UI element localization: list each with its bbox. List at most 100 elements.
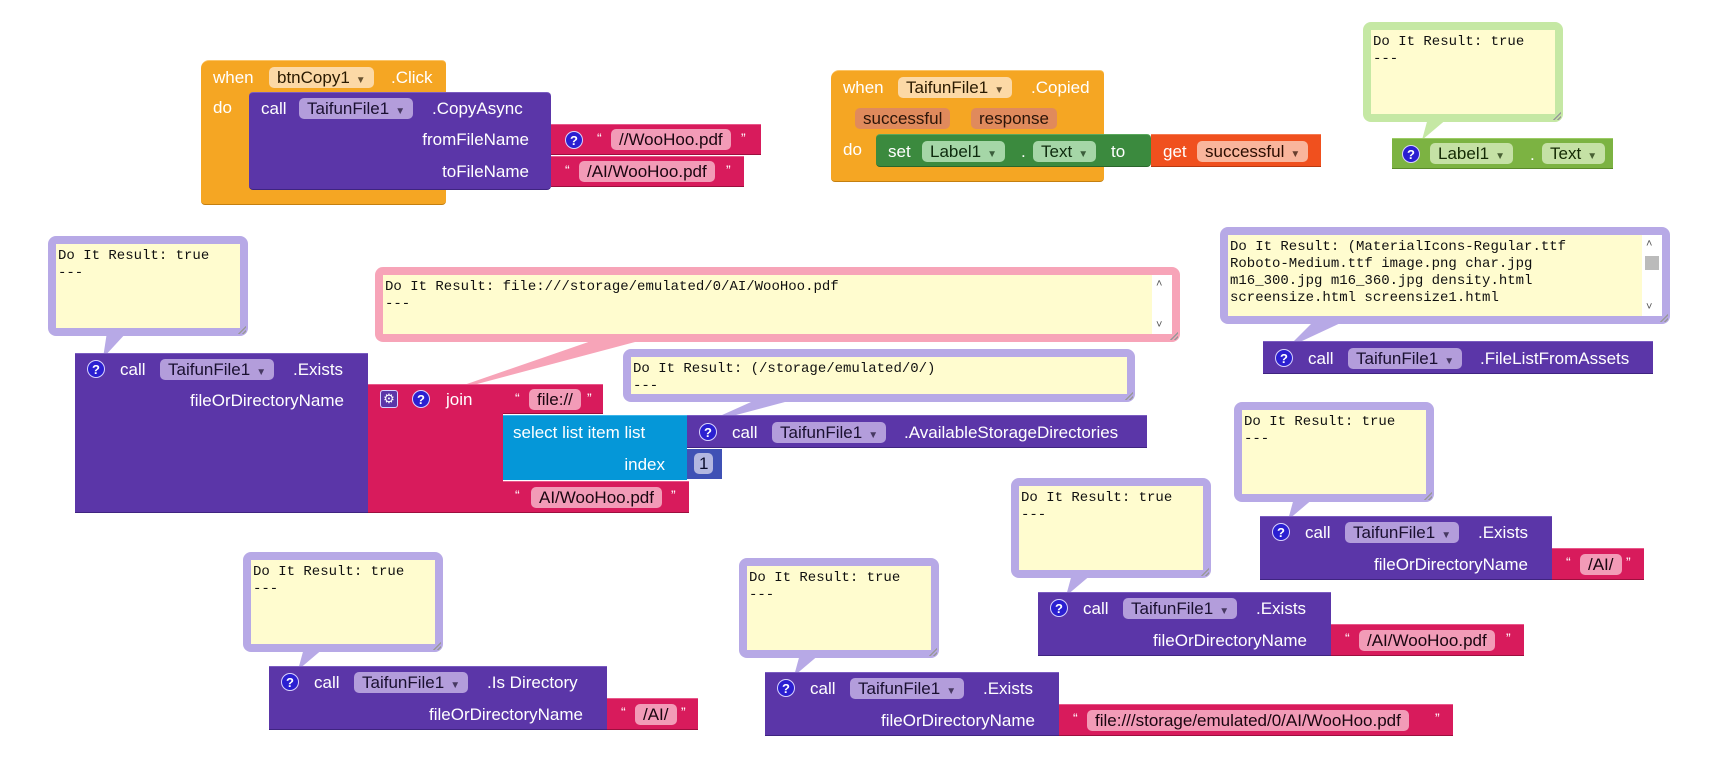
resize-grip-icon[interactable] <box>433 642 441 650</box>
help-icon[interactable]: ? <box>412 390 430 408</box>
call-block-exists-ai-pdf[interactable]: ? call TaifunFile1▼ .Exists fileOrDirect… <box>1038 592 1331 656</box>
text-value[interactable]: /AI/WooHoo.pdf <box>1359 630 1495 651</box>
component-dropdown-taifunfile1[interactable]: TaifunFile1▼ <box>160 359 275 380</box>
scrollbar-thumb[interactable] <box>1645 256 1659 270</box>
text-value[interactable]: //WooHoo.pdf <box>611 129 731 150</box>
gear-icon[interactable]: ⚙ <box>380 390 398 408</box>
scroll-down-icon[interactable]: ˅ <box>1156 319 1163 331</box>
component-dropdown-taifunfile1[interactable]: TaifunFile1▼ <box>850 678 965 699</box>
variable-name: successful <box>1205 142 1285 161</box>
do-it-result-bubble[interactable]: Do It Result: true --- <box>1011 478 1211 578</box>
component-name: TaifunFile1 <box>362 673 445 692</box>
component-dropdown-label1[interactable]: Label1▼ <box>1430 143 1513 164</box>
event-name: .Copied <box>1031 78 1090 97</box>
call-block-availablestoragedirectories[interactable]: ? call TaifunFile1▼ .AvailableStorageDir… <box>687 415 1147 448</box>
help-icon[interactable]: ? <box>281 673 299 691</box>
text-value[interactable]: file:// <box>529 389 581 410</box>
variable-getter-successful[interactable]: get successful▼ <box>1151 134 1321 167</box>
text-value[interactable]: /AI/ <box>1580 554 1622 575</box>
text-block-ai[interactable]: “ /AI/ ” <box>607 698 698 730</box>
resize-grip-icon[interactable] <box>1424 492 1432 500</box>
call-block-exists[interactable]: ? call TaifunFile1▼ .Exists fileOrDirect… <box>75 353 368 513</box>
property-dropdown-text[interactable]: Text▼ <box>1542 143 1606 164</box>
scroll-up-icon[interactable]: ˄ <box>1156 278 1163 290</box>
help-icon[interactable]: ? <box>1402 145 1420 163</box>
text-block-full-path[interactable]: “ file:///storage/emulated/0/AI/WooHoo.p… <box>1059 704 1453 736</box>
resize-grip-icon[interactable] <box>1660 314 1668 322</box>
getter-block-label1-text[interactable]: ? Label1▼ . Text▼ <box>1392 138 1613 169</box>
text-block-tofilename[interactable]: “ /AI/WooHoo.pdf ” <box>551 156 744 187</box>
dropdown-caret-icon: ▼ <box>994 85 1005 96</box>
event-arg-response[interactable]: response <box>971 108 1057 129</box>
do-it-result-bubble[interactable]: Do It Result: true --- <box>48 236 248 336</box>
text-value[interactable]: /AI/WooHoo.pdf <box>579 161 715 182</box>
do-label: do <box>843 140 862 159</box>
component-dropdown-taifunfile1[interactable]: TaifunFile1▼ <box>1348 348 1463 369</box>
text-value[interactable]: file:///storage/emulated/0/AI/WooHoo.pdf <box>1087 710 1409 731</box>
component-name: TaifunFile1 <box>858 679 941 698</box>
method-name: .Exists <box>1478 523 1529 542</box>
do-it-result-bubble[interactable]: Do It Result: true --- <box>243 552 443 652</box>
do-it-result-bubble[interactable]: Do It Result: true --- <box>1363 22 1563 122</box>
do-it-result-bubble-assets[interactable]: Do It Result: (MaterialIcons-Regular.ttf… <box>1220 227 1670 324</box>
component-dropdown-taifunfile1[interactable]: TaifunFile1 ▼ <box>772 422 887 443</box>
join-block[interactable]: ⚙ ? join <box>368 384 503 513</box>
call-block-filelistfromassets[interactable]: ? call TaifunFile1▼ .FileListFromAssets <box>1263 341 1653 374</box>
resize-grip-icon[interactable] <box>929 648 937 656</box>
call-block-copyasync[interactable]: call TaifunFile1▼ .CopyAsync fromFileNam… <box>249 92 551 190</box>
variable-dropdown-successful[interactable]: successful▼ <box>1197 141 1309 162</box>
component-dropdown-taifunfile1[interactable]: TaifunFile1▼ <box>1345 522 1460 543</box>
help-icon[interactable]: ? <box>87 360 105 378</box>
dropdown-caret-icon: ▼ <box>450 680 461 691</box>
scrollbar[interactable]: ˄˅ <box>1152 275 1172 334</box>
resize-grip-icon[interactable] <box>238 326 246 334</box>
text-block-path[interactable]: “ AI/WooHoo.pdf ” <box>503 481 689 513</box>
component-name: TaifunFile1 <box>780 423 863 442</box>
text-value[interactable]: AI/WooHoo.pdf <box>531 487 662 508</box>
call-block-exists-ai[interactable]: ? call TaifunFile1▼ .Exists fileOrDirect… <box>1260 516 1552 580</box>
help-icon[interactable]: ? <box>1275 349 1293 367</box>
select-list-item-block[interactable]: select list item list index <box>503 415 687 480</box>
do-it-result-bubble-join[interactable]: Do It Result: file:///storage/emulated/0… <box>375 267 1180 342</box>
text-value[interactable]: /AI/ <box>635 704 677 725</box>
component-dropdown-taifunfile1[interactable]: TaifunFile1▼ <box>1123 598 1238 619</box>
number-value[interactable]: 1 <box>694 453 714 474</box>
text-block-ai-pdf[interactable]: “ /AI/WooHoo.pdf ” <box>1331 624 1524 656</box>
dropdown-caret-icon: ▼ <box>256 367 267 378</box>
resize-grip-icon[interactable] <box>1553 112 1561 120</box>
property-dropdown-text[interactable]: Text▼ <box>1033 141 1097 162</box>
text-block-fromfilename[interactable]: ? “ //WooHoo.pdf ” <box>551 124 761 155</box>
select-list-item-label: select list item list <box>513 423 646 442</box>
setter-block-label1-text[interactable]: set Label1▼ . Text▼ to <box>876 134 1151 167</box>
resize-grip-icon[interactable] <box>1125 392 1133 400</box>
scrollbar[interactable]: ˄˅ <box>1642 235 1662 316</box>
help-icon[interactable]: ? <box>565 131 583 149</box>
help-icon[interactable]: ? <box>1050 599 1068 617</box>
component-dropdown-taifunfile1[interactable]: TaifunFile1▼ <box>299 98 414 119</box>
do-it-result-bubble-storage[interactable]: Do It Result: (/storage/emulated/0/) --- <box>623 349 1135 402</box>
scroll-up-icon[interactable]: ˄ <box>1646 238 1653 250</box>
do-it-result-bubble[interactable]: Do It Result: true --- <box>739 558 939 658</box>
event-arg-successful[interactable]: successful <box>855 108 951 129</box>
help-icon[interactable]: ? <box>699 423 717 441</box>
component-dropdown-btncopy1[interactable]: btnCopy1▼ <box>269 67 374 88</box>
resize-grip-icon[interactable] <box>1201 568 1209 576</box>
component-dropdown-label1[interactable]: Label1▼ <box>922 141 1005 162</box>
result-text: Do It Result: file:///storage/emulated/0… <box>383 275 1172 334</box>
do-it-result-bubble[interactable]: Do It Result: true --- <box>1234 402 1434 502</box>
text-block-file-prefix[interactable]: “ file:// ” <box>503 384 603 414</box>
scroll-down-icon[interactable]: ˅ <box>1646 301 1653 313</box>
text-block-ai[interactable]: “ /AI/ ” <box>1552 548 1644 580</box>
number-block[interactable]: 1 <box>687 449 722 479</box>
call-block-is-directory[interactable]: ? call TaifunFile1▼ .Is Directory fileOr… <box>269 666 607 730</box>
component-dropdown-taifunfile1[interactable]: TaifunFile1 ▼ <box>354 672 469 693</box>
dropdown-caret-icon: ▼ <box>868 430 879 441</box>
call-block-exists-full[interactable]: ? call TaifunFile1▼ .Exists fileOrDirect… <box>765 672 1059 736</box>
bubble-tail <box>1422 118 1448 140</box>
resize-grip-icon[interactable] <box>1170 332 1178 340</box>
method-name: .CopyAsync <box>432 99 523 118</box>
method-name: .Exists <box>1256 599 1307 618</box>
component-dropdown-taifunfile1[interactable]: TaifunFile1▼ <box>898 77 1013 98</box>
help-icon[interactable]: ? <box>777 679 795 697</box>
help-icon[interactable]: ? <box>1272 523 1290 541</box>
